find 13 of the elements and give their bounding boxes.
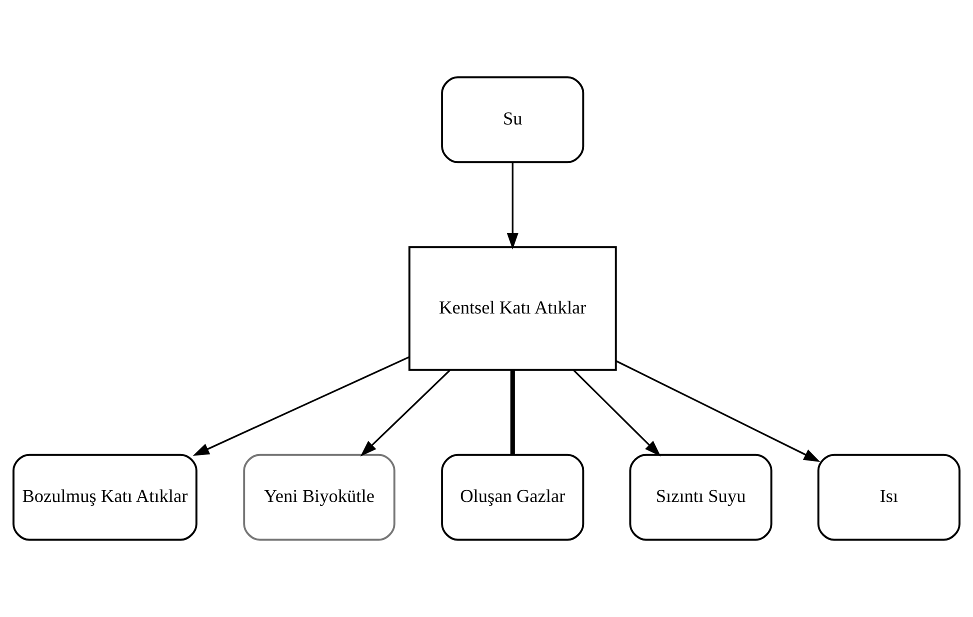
arrow xyxy=(506,162,518,250)
node-box: Isı xyxy=(817,454,960,541)
node-box: Su xyxy=(441,76,584,164)
node-box: Kentsel Katı Atıklar xyxy=(408,246,617,371)
connector xyxy=(510,370,515,455)
arrow xyxy=(616,360,820,462)
node-box: Oluşan Gazlar xyxy=(441,454,584,541)
arrow xyxy=(192,356,410,456)
node-box: Yeni Biyokütle xyxy=(243,454,396,541)
node-box: Sızıntı Suyu xyxy=(629,454,772,541)
node-box: Bozulmuş Katı Atıklar xyxy=(12,454,198,541)
arrow xyxy=(573,370,661,456)
arrow xyxy=(360,370,450,456)
